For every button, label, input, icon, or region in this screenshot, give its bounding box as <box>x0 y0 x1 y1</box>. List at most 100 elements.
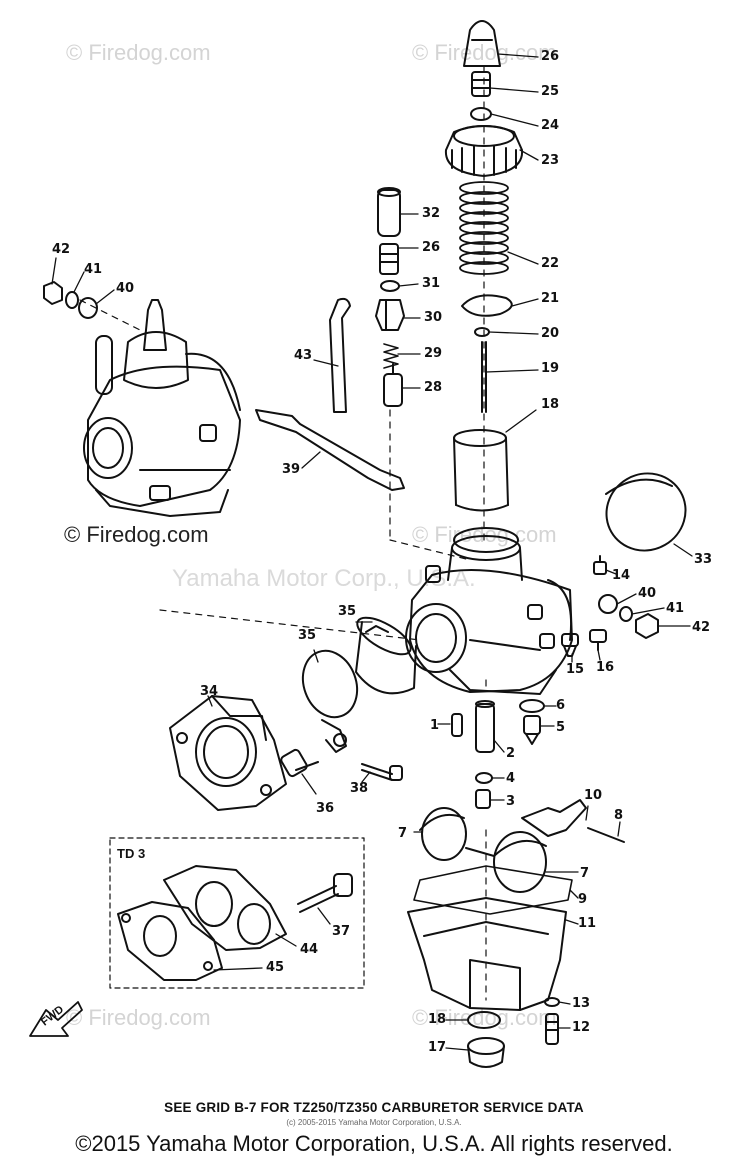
part-5-valve <box>523 715 541 745</box>
small-copyright: (c) 2005-2015 Yamaha Motor Corporation, … <box>286 1118 462 1127</box>
part-number-label: 18 <box>541 397 560 412</box>
part-number-label: 36 <box>316 801 335 816</box>
part-28-plunger <box>383 363 403 407</box>
part-number-label: 45 <box>266 960 285 975</box>
td3-inset-box <box>109 837 365 989</box>
part-1-jet <box>451 713 463 737</box>
part-39-cable <box>255 409 405 491</box>
part-36-clamp <box>301 649 359 753</box>
part-30-fitting <box>375 299 405 331</box>
part-number-label: 12 <box>572 1020 591 1035</box>
part-25-nut <box>470 107 492 121</box>
part-number-label: 25 <box>541 84 560 99</box>
part-9-float-arm <box>521 799 587 837</box>
part-number-label: 33 <box>694 552 713 567</box>
part-11-float-bowl <box>407 897 567 1011</box>
main-carburetor-body <box>405 527 573 695</box>
part-33-cap <box>605 472 687 552</box>
part-number-label: 19 <box>541 361 560 376</box>
part-number-label: 35 <box>338 604 357 619</box>
part-number-label: 22 <box>541 256 560 271</box>
part-number-label: 28 <box>424 380 443 395</box>
part-number-label: 10 <box>584 788 603 803</box>
part-8-pin <box>587 827 625 843</box>
part-number-label: 38 <box>350 781 369 796</box>
part-number-label: 30 <box>424 310 443 325</box>
part-34-flange <box>169 695 287 811</box>
part-number-label: 40 <box>638 586 657 601</box>
part-16-screw <box>593 555 607 575</box>
part-number-label: 20 <box>541 326 560 341</box>
part-19-slide <box>453 429 509 512</box>
part-32-cover <box>377 187 401 237</box>
part-26-adjuster-top <box>471 71 491 97</box>
td3-label: TD 3 <box>117 846 146 861</box>
part-10-gasket <box>413 865 573 915</box>
part-number-label: 7 <box>580 866 590 881</box>
part-number-label: 4 <box>506 771 516 786</box>
part-37-band <box>355 616 417 695</box>
part-42-nut-left <box>43 281 63 305</box>
part-number-label: 11 <box>578 916 597 931</box>
part-41-washer-left <box>65 291 79 309</box>
part-31-nut <box>380 280 400 292</box>
part-number-label: 9 <box>578 892 588 907</box>
copyright-text: ©2015 Yamaha Motor Corporation, U.S.A. A… <box>75 1131 673 1156</box>
part-number-label: 7 <box>398 826 408 841</box>
part-number-label: 5 <box>556 720 566 735</box>
part-13-washer <box>544 997 560 1007</box>
part-35-bolt <box>280 748 319 778</box>
part-number-label: 15 <box>566 662 585 677</box>
part-number-label: 44 <box>300 942 319 957</box>
part-number-label: 39 <box>282 462 301 477</box>
part-12-screw <box>545 1013 559 1045</box>
part-number-label: 3 <box>506 794 516 809</box>
part-number-label: 6 <box>556 698 566 713</box>
part-41-washer-right <box>619 606 633 622</box>
part-14-plug <box>467 1037 505 1068</box>
part-27-cap <box>463 20 501 67</box>
part-15-oring <box>467 1011 501 1029</box>
part-number-label: 41 <box>84 262 103 277</box>
part-40-washer-right <box>598 594 618 614</box>
part-number-label: 42 <box>692 620 711 635</box>
part-22-clip <box>461 294 513 317</box>
part-45-gasket <box>117 901 223 981</box>
part-number-label: 41 <box>666 601 685 616</box>
part-number-label: 13 <box>572 996 591 1011</box>
part-40-washer-left <box>78 297 98 319</box>
part-number-label: 17 <box>428 1040 447 1055</box>
part-7-float-right <box>465 831 547 893</box>
watermark-top-left: © Firedog.com <box>66 40 211 65</box>
part-number-label: 35 <box>298 628 317 643</box>
watermark-top-right: © Firedog.com <box>412 40 557 65</box>
part-number-label: 16 <box>596 660 615 675</box>
part-number-label: 32 <box>422 206 441 221</box>
part-44-insulator <box>163 865 287 951</box>
part-3-jet <box>475 789 491 809</box>
part-number-label: 24 <box>541 118 560 133</box>
part-number-label: 34 <box>200 684 219 699</box>
watermark-bottom-left: © Firedog.com <box>66 1005 211 1030</box>
part-number-label: 40 <box>116 281 135 296</box>
part-29-spring <box>383 343 399 369</box>
fwd-arrow <box>29 1001 83 1037</box>
part-number-label: 43 <box>294 348 313 363</box>
part-38-bolt <box>361 763 403 781</box>
part-number-label: 1 <box>430 718 440 733</box>
part-number-label: 14 <box>612 568 631 583</box>
part-number-label: 18 <box>428 1012 447 1027</box>
part-number-label: 37 <box>332 924 351 939</box>
part-number-label: 2 <box>506 746 516 761</box>
part-21-e-clip <box>474 327 490 337</box>
service-data-note: SEE GRID B-7 FOR TZ250/TZ350 CARBURETOR … <box>164 1100 584 1115</box>
part-number-label: 21 <box>541 291 560 306</box>
part-20-needle <box>481 341 487 413</box>
part-26-adjuster-mid <box>379 243 399 275</box>
leader-lines <box>51 53 693 1051</box>
part-35-bolt-td3 <box>297 873 353 913</box>
part-number-label: 42 <box>52 242 71 257</box>
part-7-float-left <box>419 807 467 861</box>
part-number-label: 8 <box>614 808 624 823</box>
